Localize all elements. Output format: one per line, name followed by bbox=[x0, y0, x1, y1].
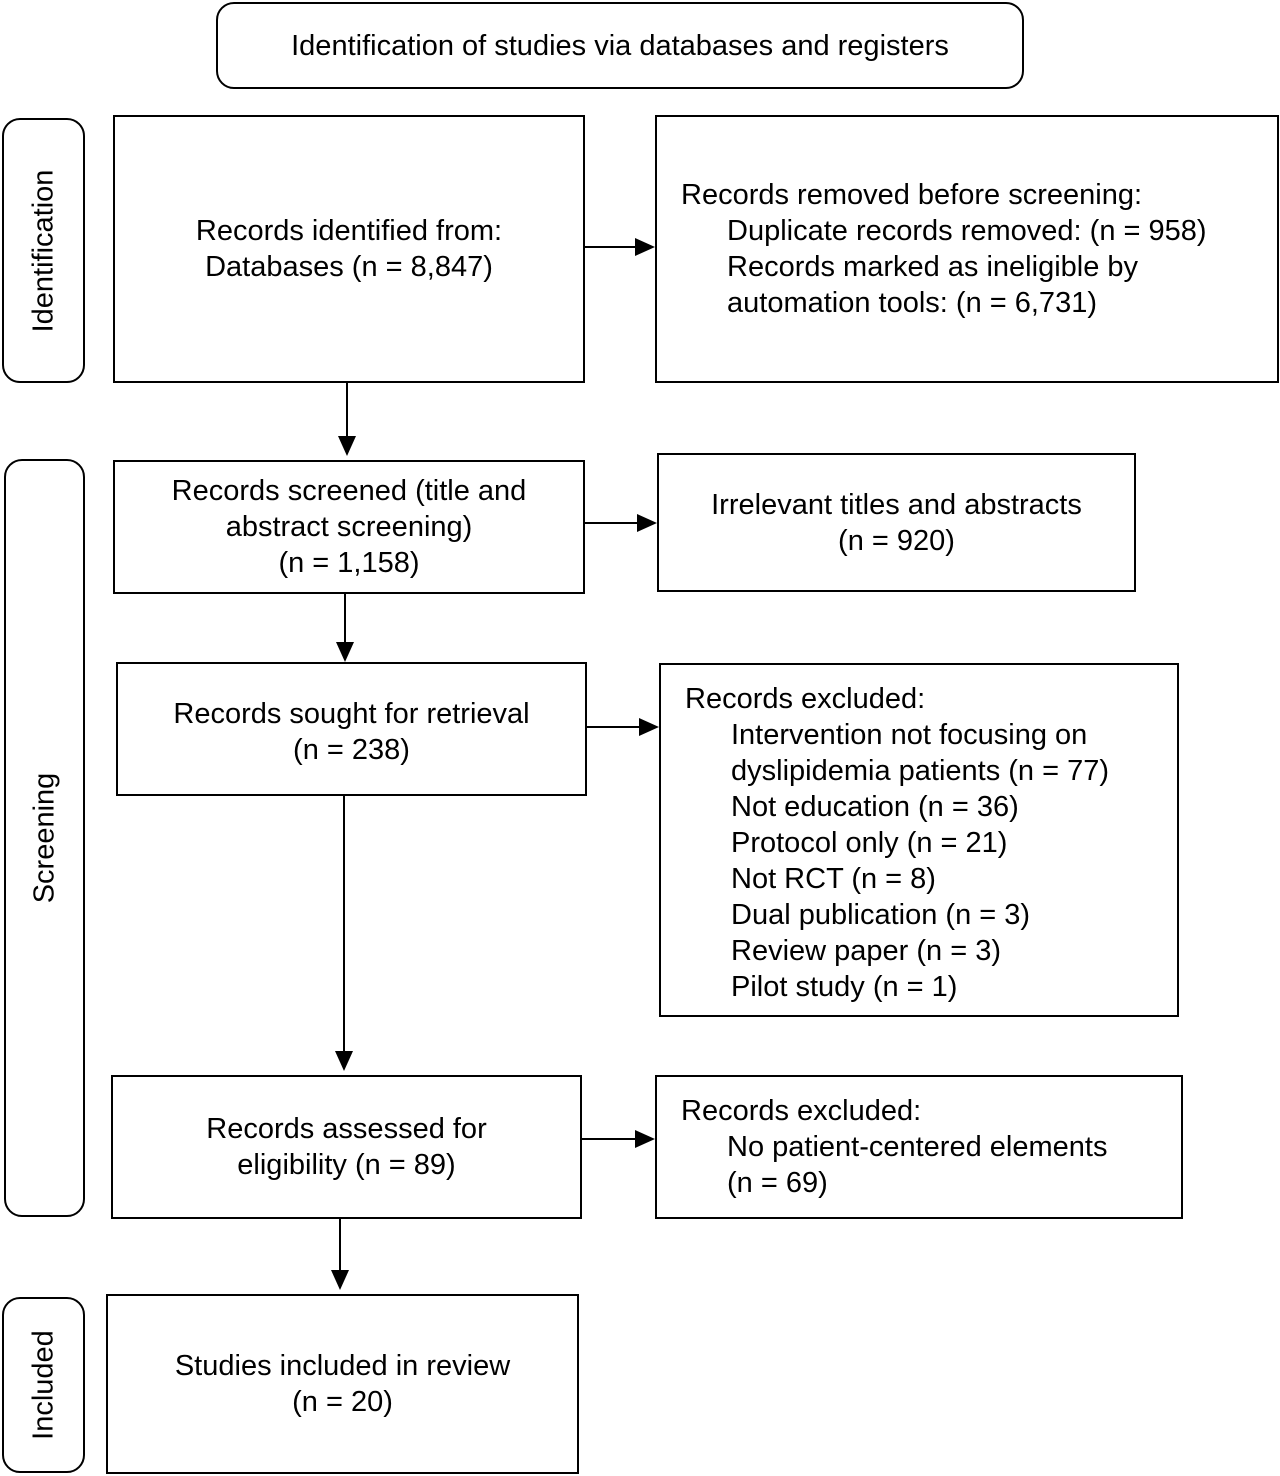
excluded1-item: Not RCT (n = 8) bbox=[731, 863, 936, 895]
removed-title: Records removed before screening: bbox=[681, 179, 1143, 211]
irrelevant-line2: (n = 920) bbox=[838, 525, 955, 557]
sought-box: Records sought for retrieval (n = 238) bbox=[116, 662, 587, 796]
header-title: Identification of studies via databases … bbox=[291, 29, 949, 62]
excluded1-item: Dual publication (n = 3) bbox=[731, 899, 1031, 931]
identified-line2: Databases (n = 8,847) bbox=[205, 251, 493, 283]
irrelevant-line1: Irrelevant titles and abstracts bbox=[711, 489, 1082, 521]
arrowhead-down bbox=[336, 642, 354, 662]
removed-box: Records removed before screening: Duplic… bbox=[655, 115, 1279, 383]
identified-box: Records identified from: Databases (n = … bbox=[113, 115, 585, 383]
arrowhead-right bbox=[635, 238, 655, 256]
arrowhead-right bbox=[635, 1130, 655, 1148]
excluded2-box: Records excluded: No patient-centered el… bbox=[655, 1075, 1183, 1219]
included-box: Studies included in review (n = 20) bbox=[106, 1294, 579, 1474]
excluded2-title: Records excluded: bbox=[681, 1095, 922, 1127]
arrowhead-right bbox=[639, 718, 659, 736]
header-box: Identification of studies via databases … bbox=[216, 2, 1024, 89]
screened-line1: Records screened (title and bbox=[171, 475, 527, 507]
screened-line2: abstract screening) bbox=[225, 511, 473, 543]
excluded1-title: Records excluded: bbox=[685, 683, 926, 715]
excluded1-box: Records excluded: Intervention not focus… bbox=[659, 663, 1179, 1017]
included-line2: (n = 20) bbox=[292, 1386, 393, 1418]
excluded2-line1: No patient-centered elements bbox=[727, 1131, 1108, 1163]
arrowhead-down bbox=[335, 1051, 353, 1071]
included-line1: Studies included in review bbox=[174, 1350, 511, 1382]
phase-identification: Identification bbox=[2, 118, 85, 383]
removed-ineligible: Records marked as ineligible by bbox=[727, 251, 1139, 283]
irrelevant-box: Irrelevant titles and abstracts (n = 920… bbox=[657, 453, 1136, 592]
excluded1-item: Not education (n = 36) bbox=[731, 791, 1019, 823]
excluded1-item: Protocol only (n = 21) bbox=[731, 827, 1008, 859]
assessed-line1: Records assessed for bbox=[206, 1113, 487, 1145]
removed-duplicates: Duplicate records removed: (n = 958) bbox=[727, 215, 1207, 247]
phase-screening: Screening bbox=[4, 459, 85, 1217]
assessed-box: Records assessed for eligibility (n = 89… bbox=[111, 1075, 582, 1219]
excluded1-item: Pilot study (n = 1) bbox=[731, 971, 958, 1003]
removed-automation: automation tools: (n = 6,731) bbox=[727, 287, 1097, 319]
arrowhead-right bbox=[637, 514, 657, 532]
excluded1-item: Intervention not focusing on bbox=[731, 719, 1088, 751]
excluded1-item: Review paper (n = 3) bbox=[731, 935, 1001, 967]
phase-included: Included bbox=[2, 1297, 85, 1473]
arrowhead-down bbox=[331, 1270, 349, 1290]
screened-line3: (n = 1,158) bbox=[278, 547, 420, 579]
sought-line1: Records sought for retrieval bbox=[173, 698, 530, 730]
identified-line1: Records identified from: bbox=[195, 215, 503, 247]
arrowhead-down bbox=[338, 436, 356, 456]
excluded2-line2: (n = 69) bbox=[727, 1167, 828, 1199]
screened-box: Records screened (title and abstract scr… bbox=[113, 460, 585, 594]
excluded1-item: dyslipidemia patients (n = 77) bbox=[731, 755, 1110, 787]
sought-line2: (n = 238) bbox=[293, 734, 410, 766]
assessed-line2: eligibility (n = 89) bbox=[237, 1149, 456, 1181]
